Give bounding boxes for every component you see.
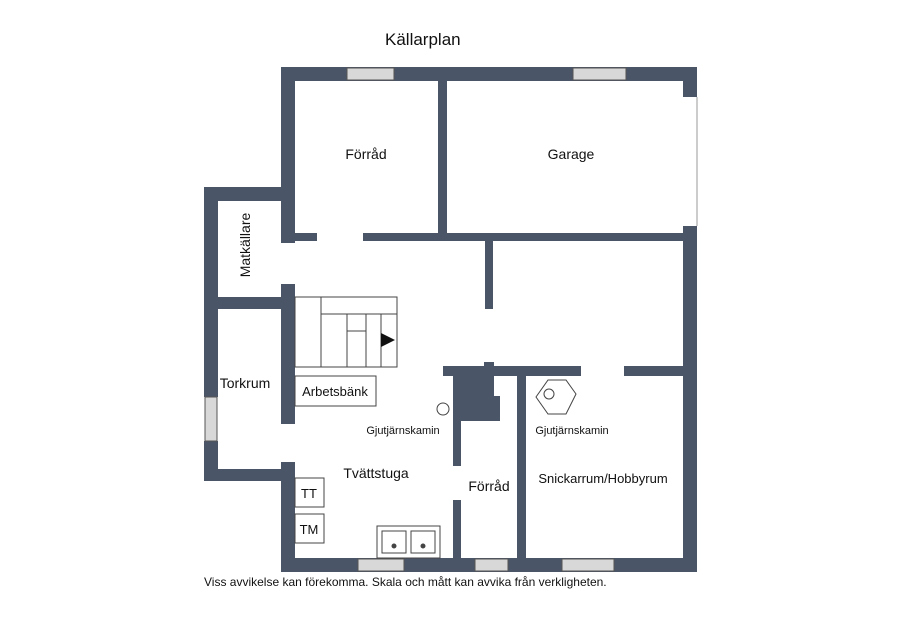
stove-right-icon bbox=[535, 379, 577, 415]
label-garage: Garage bbox=[548, 146, 595, 162]
sink-left-basin bbox=[381, 530, 407, 554]
wall-mid-horizontal bbox=[443, 366, 581, 376]
chimney-lower bbox=[453, 376, 461, 466]
footnote: Viss avvikelse kan förekomma. Skala och … bbox=[204, 575, 607, 589]
label-torkrum: Torkrum bbox=[220, 375, 271, 391]
stairs-steps-top bbox=[295, 296, 367, 348]
wall-chimney-right-stub bbox=[494, 396, 500, 421]
wall-torkrum-bottom bbox=[204, 469, 295, 481]
sink-left-drain bbox=[391, 543, 397, 549]
wall-right-top bbox=[683, 67, 697, 97]
wall-matkallare-top bbox=[204, 187, 295, 201]
stairs-outline bbox=[294, 296, 398, 368]
window-top-left bbox=[346, 67, 395, 81]
window-top-right bbox=[572, 67, 627, 81]
wall-under-garage bbox=[363, 233, 697, 241]
wall-forrad-left bbox=[453, 500, 461, 572]
tt-box bbox=[294, 477, 325, 508]
label-gjutjarnskamin-right: Gjutjärnskamin bbox=[535, 425, 608, 437]
label-arbetsbank: Arbetsbänk bbox=[302, 384, 368, 399]
label-tvattstuga: Tvättstuga bbox=[343, 465, 409, 481]
wall-left-lower bbox=[281, 462, 295, 572]
tm-box bbox=[294, 513, 325, 544]
stove-left-icon bbox=[436, 402, 450, 416]
label-gjutjarnskamin-left: Gjutjärnskamin bbox=[366, 425, 439, 437]
label-matkallare: Matkällare bbox=[237, 213, 253, 278]
stairs bbox=[294, 296, 398, 368]
sink-right-basin bbox=[410, 530, 436, 554]
wall-top bbox=[281, 67, 697, 81]
label-forrad-bottom: Förråd bbox=[468, 478, 509, 494]
wall-mid-horizontal-right bbox=[624, 366, 697, 376]
wall-stub-middle bbox=[485, 241, 493, 309]
window-bottom-left bbox=[357, 558, 405, 572]
label-tt: TT bbox=[301, 486, 317, 501]
label-snickarrum: Snickarrum/Hobbyrum bbox=[538, 471, 667, 486]
wall-matkallare-bottom bbox=[204, 297, 295, 309]
window-left-torkrum bbox=[204, 396, 218, 442]
walls bbox=[204, 67, 697, 572]
window-bottom-mid bbox=[474, 558, 509, 572]
label-forrad-top: Förråd bbox=[345, 146, 386, 162]
stove-right-inner bbox=[543, 388, 555, 400]
wall-torkrum-left-a bbox=[204, 309, 218, 397]
wall-matkallare-left bbox=[204, 187, 218, 309]
workbench bbox=[294, 375, 377, 407]
wall-divider-forrad-garage bbox=[438, 81, 447, 233]
windows bbox=[204, 67, 627, 572]
window-bottom-right bbox=[561, 558, 615, 572]
wall-bump bbox=[484, 362, 494, 368]
wall-forrad-right bbox=[517, 376, 526, 572]
stairs-arrow bbox=[381, 333, 395, 347]
wall-left-upper bbox=[281, 67, 295, 243]
sink-right-drain bbox=[420, 543, 426, 549]
wall-forrad-bottom-stub bbox=[295, 233, 317, 241]
wall-left-mid bbox=[281, 284, 295, 424]
label-tm: TM bbox=[300, 522, 319, 537]
plan-title: Källarplan bbox=[385, 30, 461, 49]
wall-right bbox=[683, 226, 697, 572]
sink-icon bbox=[376, 525, 441, 559]
